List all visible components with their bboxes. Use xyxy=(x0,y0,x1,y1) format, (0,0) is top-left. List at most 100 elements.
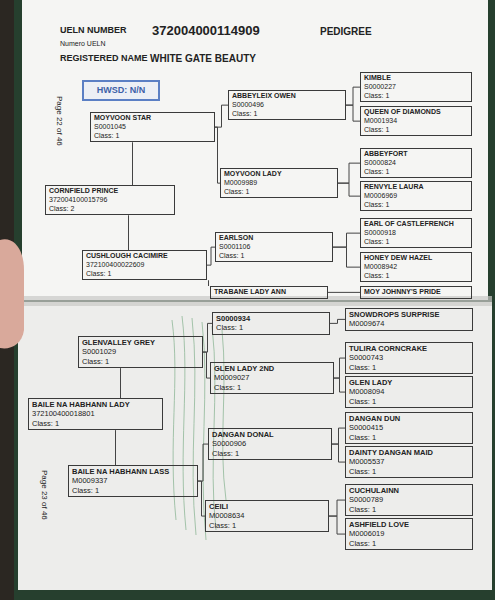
horse-detail: S0000906 xyxy=(212,439,328,448)
pedigree-line xyxy=(198,481,205,516)
horse-detail: Class: 1 xyxy=(349,433,469,442)
horse-name: MOY JOHNNY'S PRIDE xyxy=(364,288,468,297)
horse-box: TRABANE LADY ANN xyxy=(210,286,328,299)
horse-detail: M0009027 xyxy=(214,373,330,382)
pedigree-line xyxy=(338,183,360,196)
horse-detail: Class: 1 xyxy=(214,383,330,392)
pedigree-line xyxy=(128,215,129,250)
horse-detail: Class: 1 xyxy=(212,449,328,458)
pedigree-line xyxy=(334,358,345,378)
horse-detail: Class: 1 xyxy=(349,363,469,372)
horse-detail: S0000496 xyxy=(232,101,342,110)
horse-detail: Class: 1 xyxy=(364,92,468,101)
header-text: REGISTERED NAME xyxy=(60,54,148,64)
pedigree-line xyxy=(203,323,212,352)
horse-box: MOYVOON LADYM0009989Class: 1 xyxy=(220,168,338,198)
horse-name: DAINTY DANGAN MAID xyxy=(349,448,469,457)
horse-box: ABBEYLEIX OWENS0000496Class: 1 xyxy=(228,90,346,120)
horse-box: MOYVOON STARS0001045Class: 1 xyxy=(90,112,215,142)
horse-detail: Class: 1 xyxy=(72,486,194,495)
pedigree-line xyxy=(346,87,360,105)
book-cover xyxy=(14,0,495,600)
pedigree-line xyxy=(346,105,360,121)
horse-box: CUSHLOUGH CACIMIRE372100400022609Class: … xyxy=(82,250,207,280)
pedigree-line xyxy=(333,233,360,247)
horse-box: EARLSONS0001106Class: 1 xyxy=(215,232,333,262)
horse-detail: Class: 1 xyxy=(364,272,468,281)
horse-name: KIMBLE xyxy=(364,74,468,83)
horse-detail: S0000743 xyxy=(349,353,469,362)
lower-page xyxy=(18,302,492,590)
horse-name: SNOWDROPS SURPRISE xyxy=(349,310,469,319)
horse-detail: 372100400022609 xyxy=(86,261,203,270)
pedigree-line xyxy=(338,163,360,183)
header-text: UELN NUMBER xyxy=(60,26,127,36)
horse-name: S0000934 xyxy=(216,314,326,323)
horse-detail: S0000415 xyxy=(349,423,469,432)
stamp-text: HWSD: N/N xyxy=(88,85,154,96)
horse-box: SNOWDROPS SURPRISEM0009674 xyxy=(345,308,473,331)
horse-box: CORNFIELD PRINCE372004100015796Class: 2 xyxy=(45,185,175,215)
horse-box: GLEN LADY 2NDM0009027Class: 1 xyxy=(210,362,334,394)
horse-detail: Class: 1 xyxy=(86,270,203,279)
horse-detail: Class: 1 xyxy=(349,397,469,406)
horse-name: MOYVOON STAR xyxy=(94,114,211,123)
stamp-box: HWSD: N/N xyxy=(82,80,160,101)
horse-name: DANGAN DUN xyxy=(349,414,469,423)
horse-detail: S0001045 xyxy=(94,123,211,132)
horse-name: CUSHLOUGH CACIMIRE xyxy=(86,252,203,261)
horse-name: TRABANE LADY ANN xyxy=(214,288,324,297)
horse-box: BAILE NA HABHANN LASSM0009337Class: 1 xyxy=(68,465,198,497)
horse-box: KIMBLES0000227Class: 1 xyxy=(360,72,472,102)
horse-detail: Class: 2 xyxy=(49,205,171,214)
horse-detail: M0008094 xyxy=(349,387,469,396)
header-text: PEDIGREE xyxy=(320,26,372,37)
horse-detail: Class: 1 xyxy=(82,357,199,366)
horse-detail: M0009337 xyxy=(72,476,194,485)
horse-name: BAILE NA HABHANN LADY xyxy=(32,400,159,409)
horse-detail: M0008942 xyxy=(364,263,468,272)
horse-name: ABBEYFORT xyxy=(364,150,468,159)
horse-box: ASHFIELD LOVEM0006019Class: 1 xyxy=(345,518,473,550)
horse-box: CEILIM0008634Class: 1 xyxy=(205,500,329,532)
pedigree-line xyxy=(334,378,345,392)
horse-detail: Class: 1 xyxy=(349,505,469,514)
horse-name: ABBEYLEIX OWEN xyxy=(232,92,342,101)
pedigree-line xyxy=(198,444,208,481)
header-text: WHITE GATE BEAUTY xyxy=(150,53,256,64)
horse-detail: Class: 1 xyxy=(32,419,159,428)
horse-name: QUEEN OF DIAMONDS xyxy=(364,108,468,117)
pedigree-line xyxy=(115,430,116,465)
horse-name: EARLSON xyxy=(219,234,329,243)
horse-detail: M0009674 xyxy=(349,319,469,328)
horse-detail: Class: 1 xyxy=(349,539,469,548)
page-fold xyxy=(18,296,492,306)
pedigree-line xyxy=(120,368,121,398)
horse-box: DAINTY DANGAN MAIDM0005537Class: 1 xyxy=(345,446,473,478)
horse-detail: Class: 1 xyxy=(364,126,468,135)
horse-detail: Class: 1 xyxy=(232,110,342,119)
horse-detail: Class: 1 xyxy=(224,188,334,197)
horse-box: RENVYLE LAURAM0006969Class: 1 xyxy=(360,181,472,211)
horse-name: DANGAN DONAL xyxy=(212,430,328,439)
pedigree-line xyxy=(332,428,345,444)
horse-detail: Class: 1 xyxy=(364,201,468,210)
header-text: 372004000114909 xyxy=(152,24,260,38)
pedigree-line xyxy=(132,142,133,185)
horse-name: GLEN LADY xyxy=(349,378,469,387)
horse-box: BAILE NA HABHANN LADY372100400018801Clas… xyxy=(28,398,163,430)
horse-detail: S0000918 xyxy=(364,229,468,238)
horse-box: DANGAN DONALS0000906Class: 1 xyxy=(208,428,332,460)
pedigree-line xyxy=(332,444,345,462)
horse-detail: Class: 1 xyxy=(94,132,211,141)
horse-detail: Class: 1 xyxy=(349,467,469,476)
horse-box: MOY JOHNNY'S PRIDE xyxy=(360,286,472,299)
horse-detail: M0009989 xyxy=(224,179,334,188)
horse-name: HONEY DEW HAZEL xyxy=(364,254,468,263)
pedigree-line xyxy=(328,292,360,293)
horse-detail: Class: 1 xyxy=(216,323,326,332)
horse-detail: M0005537 xyxy=(349,457,469,466)
horse-box: DANGAN DUNS0000415Class: 1 xyxy=(345,412,473,444)
pedigree-line xyxy=(215,105,228,127)
